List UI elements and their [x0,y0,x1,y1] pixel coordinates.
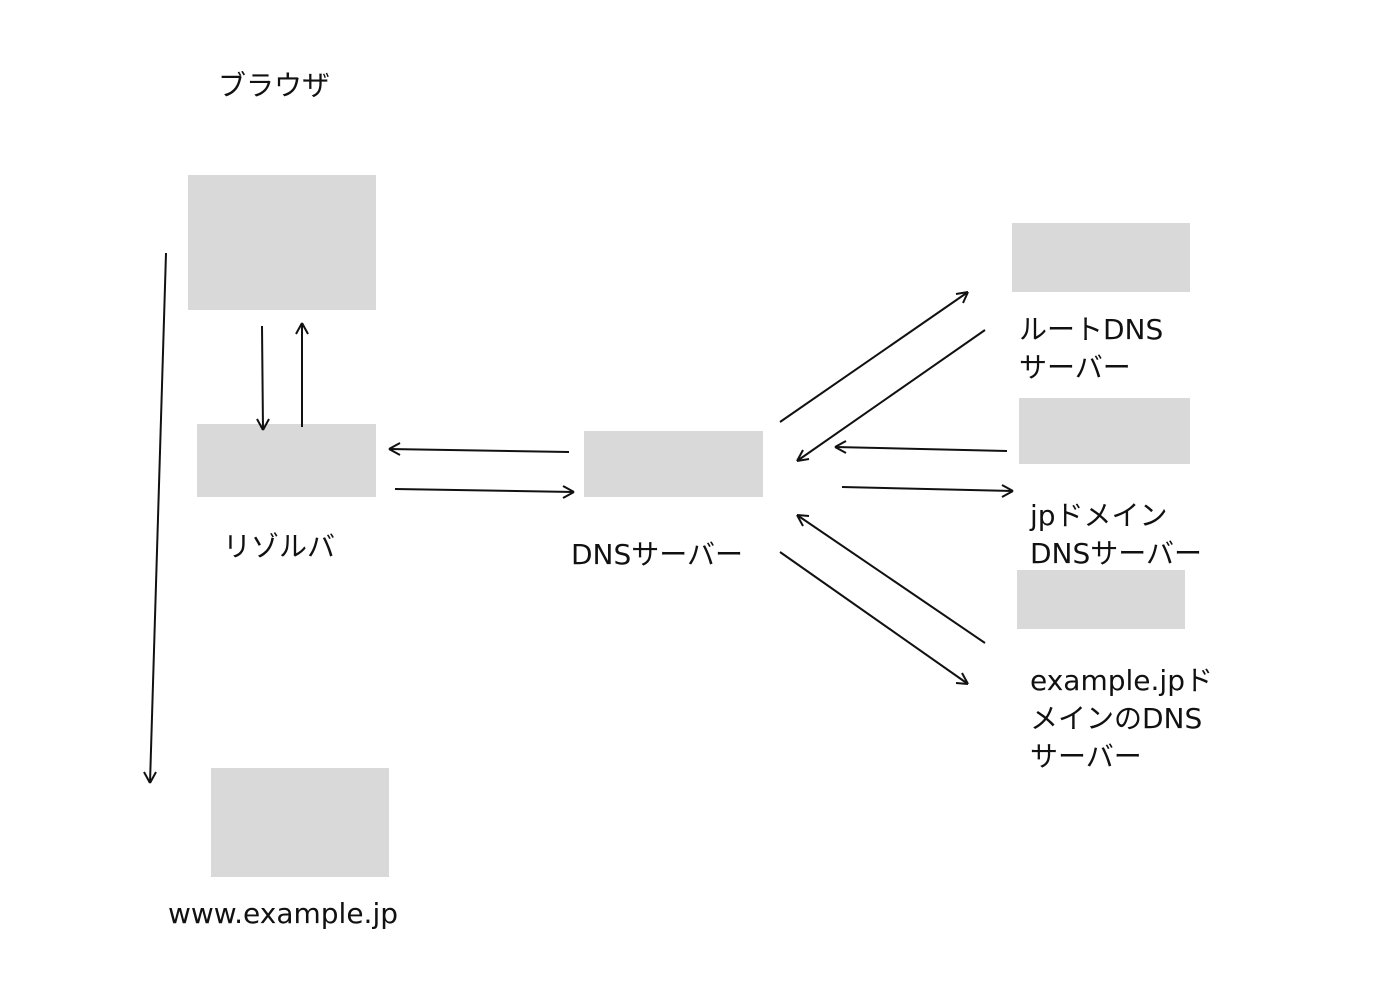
arrow-dns-server-to-example-jp-dns [779,551,969,685]
arrow-root-dns-to-dns-server [796,329,986,462]
root-dns-server-box [1012,223,1190,292]
arrow-jp-dns-to-dns-server [834,440,1008,454]
dns-server-label: DNSサーバー [571,538,743,571]
jp-dns-server-box [1019,398,1190,464]
arrow-dns-server-to-resolver [388,442,570,456]
web-server-box [211,768,389,877]
web-server-label: www.example.jp [168,897,399,930]
resolver-box [197,424,376,497]
dns-server-box [584,431,763,497]
example-jp-dns-server-label: example.jpド メインのDNS サーバー [1030,664,1213,773]
arrow-example-jp-dns-to-dns-server [796,514,986,644]
browser-label: ブラウザ [218,69,331,102]
arrow-resolver-to-browser [295,322,309,427]
example-jp-dns-server-box [1017,570,1185,629]
arrow-browser-to-resolver [256,325,270,431]
browser-box [188,175,376,310]
root-dns-server-label: ルートDNS サーバー [1019,313,1164,384]
arrow-dns-server-to-jp-dns [841,484,1014,498]
arrow-dns-server-to-root-dns [779,291,969,423]
arrow-browser-to-web-server [143,252,167,784]
arrow-resolver-to-dns-server [394,485,575,499]
jp-dns-server-label: jpドメイン DNSサーバー [1030,499,1202,570]
resolver-label: リゾルバ [223,530,336,563]
